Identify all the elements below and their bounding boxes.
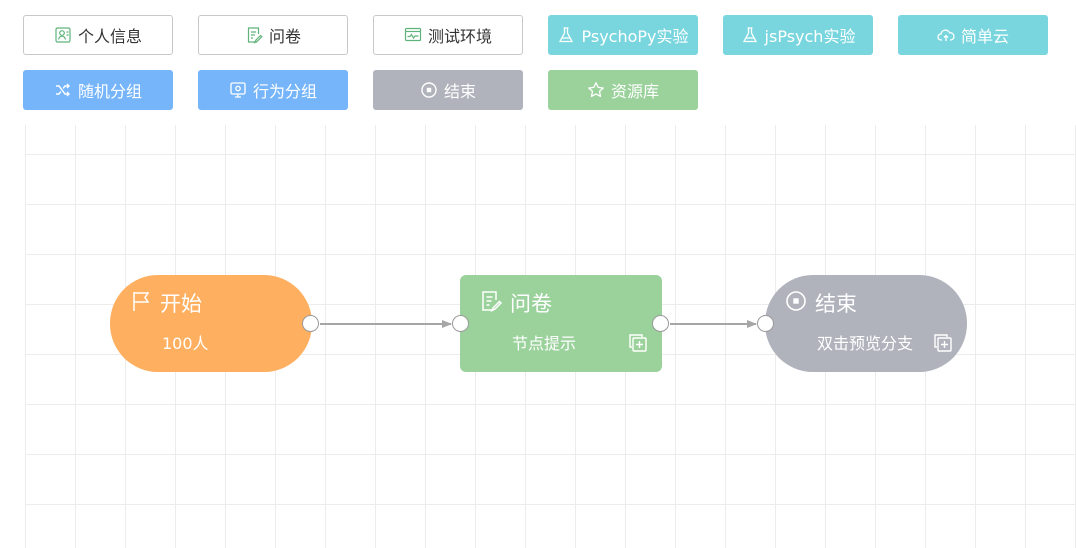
questionnaire-icon [247,27,263,44]
end-node-title: 结束 [815,292,857,316]
questionnaire-node-subtitle: 节点提示 [512,334,577,353]
end-node[interactable]: 结束 双击预览分支 [765,275,967,372]
random-group-button[interactable]: 随机分组 [23,70,173,110]
end-node-subtitle: 双击预览分支 [817,334,914,353]
behavior-screen-icon [230,82,246,98]
stop-circle-icon [786,291,806,311]
questionnaire-icon [482,291,502,312]
jspsych-experiment-button[interactable]: jsPsych实验 [723,15,873,55]
questionnaire-label: 问卷 [268,27,301,46]
end-button[interactable]: 结束 [373,70,523,110]
questionnaire-node-title: 问卷 [510,292,552,316]
end-input-port[interactable] [757,315,774,332]
simple-cloud-label: 简单云 [960,27,1009,46]
behavior-group-button[interactable]: 行为分组 [198,70,348,110]
stop-circle-icon [421,82,437,98]
start-node[interactable]: 开始 100人 [110,275,312,372]
simple-cloud-button[interactable]: 简单云 [898,15,1048,55]
resource-library-button[interactable]: 资源库 [548,70,698,110]
start-node-title: 开始 [160,292,202,316]
test-env-button[interactable]: 测试环境 [373,15,523,55]
questionnaire-output-port[interactable] [652,315,669,332]
star-icon [588,82,604,98]
psychopy-label: PsychoPy实验 [581,27,689,46]
person-card-icon [55,27,71,43]
flask-icon [742,27,757,43]
add-copy-icon[interactable] [627,332,649,354]
personal-info-button[interactable]: 个人信息 [23,15,173,55]
jspsych-label: jsPsych实验 [764,27,856,46]
test-env-label: 测试环境 [427,27,492,46]
start-node-subtitle: 100人 [162,334,209,353]
psychopy-experiment-button[interactable]: PsychoPy实验 [548,15,698,55]
flag-icon [133,292,150,311]
personal-info-label: 个人信息 [77,27,142,46]
flask-icon [559,27,574,43]
questionnaire-button[interactable]: 问卷 [198,15,348,55]
cloud-upload-icon [937,29,955,41]
resource-library-label: 资源库 [610,82,659,101]
canvas-edge [25,125,26,548]
end-label: 结束 [443,82,476,101]
start-output-port[interactable] [302,315,319,332]
behavior-group-label: 行为分组 [252,82,317,101]
add-copy-icon[interactable] [932,332,954,354]
questionnaire-node[interactable]: 问卷 节点提示 [460,275,662,372]
monitor-wave-icon [404,27,422,42]
random-group-label: 随机分组 [77,82,142,101]
shuffle-icon [55,83,70,97]
questionnaire-input-port[interactable] [452,315,469,332]
